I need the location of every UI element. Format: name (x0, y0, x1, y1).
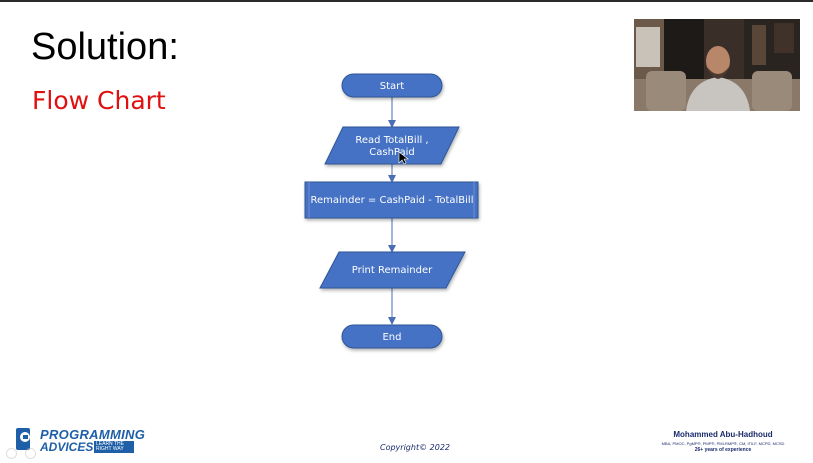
logo-text-line2: ADVICES (40, 440, 94, 454)
print-label: Print Remainder (352, 265, 433, 276)
read-input-node: Read TotalBill , CashPaid (324, 126, 460, 165)
nav-prev-icon[interactable] (6, 448, 17, 459)
slide-title: Solution: (31, 26, 179, 68)
slide-nav-controls[interactable] (6, 444, 146, 459)
logo-text-line1: PROGRAMMING (40, 427, 146, 442)
read-label-line2: CashPaid (369, 147, 415, 158)
process-node: Remainder = CashPaid - TotalBill (304, 181, 479, 219)
end-label: End (382, 332, 401, 343)
top-border (0, 0, 813, 2)
programming-advices-logo: PROGRAMMING ADVICES LEARN THE RIGHT WAY (12, 427, 146, 455)
start-node: Start (341, 73, 443, 98)
mouse-cursor-icon (398, 151, 409, 165)
end-node: End (341, 324, 443, 349)
nav-next-icon[interactable] (25, 448, 37, 459)
author-block: Mohammed Abu-Hadhoud MBA, PMOC, PgMP®, P… (643, 430, 803, 453)
print-output-node: Print Remainder (319, 251, 466, 289)
author-experience: 26+ years of experience (694, 447, 752, 453)
brand-mark-icon (16, 428, 30, 450)
process-label: Remainder = CashPaid - TotalBill (311, 195, 474, 206)
read-label-line1: Read TotalBill , (355, 135, 428, 146)
author-name: Mohammed Abu-Hadhoud (673, 430, 773, 439)
logo-tagline: LEARN THE RIGHT WAY (94, 441, 134, 453)
start-label: Start (380, 81, 405, 92)
presenter-video-image (634, 19, 800, 111)
presenter-webcam (634, 19, 800, 111)
author-credentials: MBA, PMOC, PgMP®, PMP®, PMI-RMP®, CM, IT… (661, 441, 785, 446)
copyright-text: Copyright© 2022 (380, 443, 450, 452)
slide-subtitle: Flow Chart (32, 86, 166, 115)
